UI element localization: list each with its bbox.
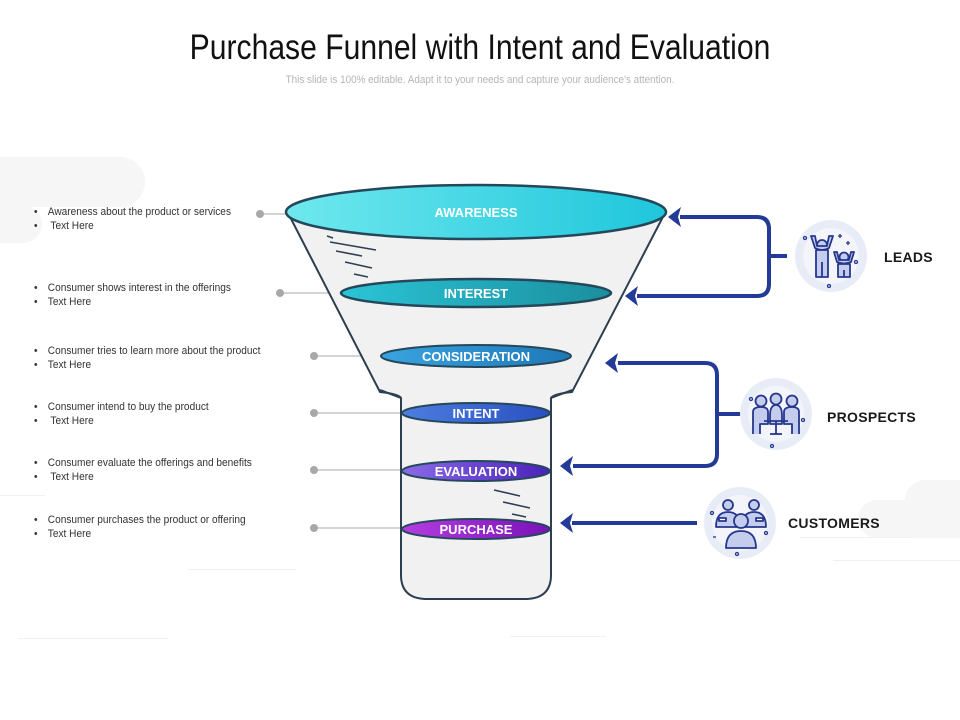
stage-label: AWARENESS	[434, 205, 517, 220]
segment-label-leads: LEADS	[884, 249, 933, 265]
segment-label-prospects: PROSPECTS	[827, 409, 917, 425]
funnel-highlight	[326, 235, 531, 518]
arrow-head-icon	[668, 207, 681, 227]
description-text: Consumer purchases the product or offeri…	[47, 514, 246, 526]
stage-label: INTENT	[453, 406, 500, 421]
decorative-line	[800, 537, 910, 538]
stage-consideration[interactable]: CONSIDERATION	[380, 344, 572, 368]
stage-intent[interactable]: INTENT	[401, 402, 551, 424]
stage-description-interest: •Consumer shows interest in the offering…	[34, 282, 231, 308]
arrow-head-icon	[560, 456, 573, 476]
stage-label: PURCHASE	[440, 522, 513, 537]
arrow-head-icon	[560, 513, 573, 533]
connector-dot	[310, 352, 318, 360]
stage-label: INTEREST	[444, 286, 508, 301]
decorative-line	[188, 569, 296, 570]
connector-dot	[310, 466, 318, 474]
customer-group-icon	[704, 487, 776, 559]
stage-description-evaluation: •Consumer evaluate the offerings and ben…	[34, 457, 252, 483]
connector-dot	[256, 210, 264, 218]
connector-dot	[310, 524, 318, 532]
description-text: Consumer tries to learn more about the p…	[47, 345, 261, 357]
description-text: Consumer evaluate the offerings and bene…	[47, 457, 252, 469]
decorative-line	[833, 560, 960, 561]
bg-decoration-left-bottom	[0, 205, 42, 243]
stage-description-awareness: •Awareness about the product or services…	[34, 206, 232, 232]
detail-text: Text Here	[47, 296, 92, 308]
arrow-head-icon	[605, 353, 618, 373]
stage-label: EVALUATION	[435, 464, 518, 479]
detail-text: Text Here	[47, 220, 94, 232]
stage-description-purchase: •Consumer purchases the product or offer…	[34, 514, 246, 540]
leads-bracket	[637, 215, 787, 298]
decorative-line	[510, 636, 606, 637]
prospects-bracket-arrow	[573, 361, 719, 468]
detail-text: Text Here	[47, 359, 92, 371]
segment-label-customers: CUSTOMERS	[788, 515, 880, 531]
prospects-bracket	[573, 361, 745, 468]
detail-text: Text Here	[47, 471, 94, 483]
decorative-line	[18, 638, 168, 639]
connector-dot	[276, 289, 284, 297]
description-text: Consumer shows interest in the offerings	[47, 282, 231, 294]
decorative-line	[0, 495, 45, 496]
connectors	[256, 210, 404, 532]
stage-label: CONSIDERATION	[422, 349, 530, 364]
stage-interest[interactable]: INTEREST	[339, 277, 613, 309]
stage-evaluation[interactable]: EVALUATION	[401, 460, 551, 482]
description-text: Consumer intend to buy the product	[47, 401, 209, 413]
meeting-people-icon	[740, 378, 812, 450]
bg-decoration-right-bottom	[858, 500, 960, 538]
funnel-neck	[379, 389, 573, 399]
detail-text: Text Here	[47, 528, 92, 540]
stage-description-consideration: •Consumer tries to learn more about the …	[34, 345, 261, 371]
page-subtitle: This slide is 100% editable. Adapt it to…	[285, 74, 675, 86]
detail-text: Text Here	[47, 415, 94, 427]
description-text: Awareness about the product or services	[47, 206, 232, 218]
stage-purchase[interactable]: PURCHASE	[401, 518, 551, 540]
bg-decoration-left-top	[0, 157, 145, 207]
page-title: Purchase Funnel with Intent and Evaluati…	[189, 28, 771, 67]
connector-dot	[310, 409, 318, 417]
stage-description-intent: •Consumer intend to buy the product • Te…	[34, 401, 209, 427]
arrow-head-icon	[625, 286, 638, 306]
stage-awareness[interactable]: AWARENESS	[284, 183, 668, 241]
celebrating-people-icon	[795, 220, 867, 292]
